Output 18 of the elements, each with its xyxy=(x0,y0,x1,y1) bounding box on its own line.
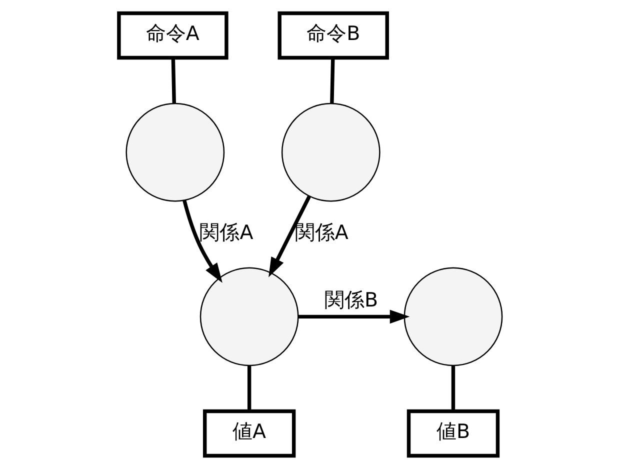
node-circle xyxy=(199,267,298,366)
node-circle xyxy=(125,102,224,202)
arrow xyxy=(268,196,310,278)
arrow xyxy=(298,310,410,324)
edge-label: 関係A xyxy=(199,221,253,244)
node-box: 命令B xyxy=(277,11,388,60)
arrow xyxy=(182,200,222,283)
connector xyxy=(246,366,251,411)
connector xyxy=(170,58,176,104)
node-circle xyxy=(280,102,380,202)
connector xyxy=(330,58,334,104)
edge-label: 関係B xyxy=(324,288,378,312)
node-circle xyxy=(403,267,502,366)
connector xyxy=(450,366,455,411)
node-box: 値A xyxy=(202,409,296,458)
edge-label: 関係A xyxy=(294,221,348,244)
node-box: 命令A xyxy=(116,11,228,60)
node-box: 値B xyxy=(406,409,500,458)
